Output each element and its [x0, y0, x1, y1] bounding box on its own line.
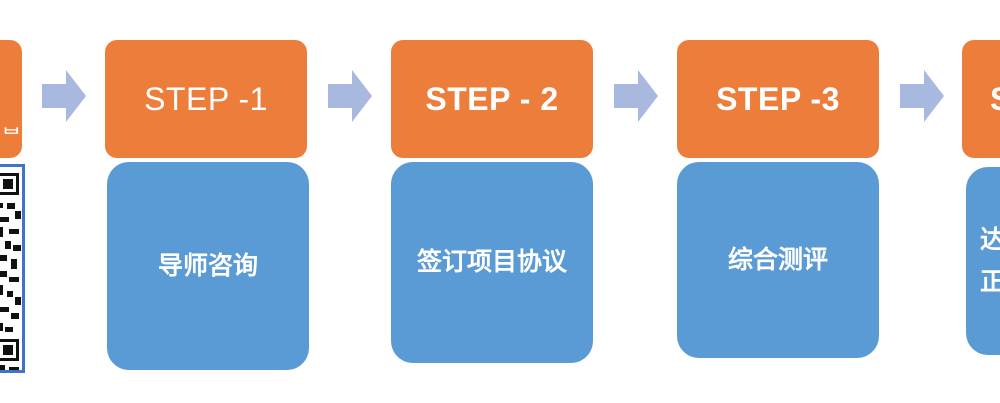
partial-step-header-left: ᆸ	[0, 40, 22, 158]
step-1-card: 导师咨询	[107, 162, 309, 370]
qr-code	[0, 164, 25, 373]
step-3-card: 综合测评	[677, 162, 879, 358]
right-arrow-icon	[328, 70, 372, 122]
right-arrow-icon	[42, 70, 86, 122]
partial-card-line-1: 达	[980, 224, 1000, 254]
partial-step-header-right: S	[962, 40, 1000, 158]
right-arrow-icon	[614, 70, 658, 122]
partial-header-glyph: ᆸ	[1, 112, 22, 137]
step-1-header: STEP -1	[105, 40, 307, 158]
right-arrow-icon	[900, 70, 944, 122]
partial-header-text: S	[990, 81, 1000, 118]
partial-step-card-right: 达 正	[966, 167, 1000, 355]
partial-card-line-2: 正	[980, 267, 1000, 296]
step-2-header: STEP - 2	[391, 40, 593, 158]
step-2-card: 签订项目协议	[391, 162, 593, 363]
qr-code-pattern	[0, 173, 21, 370]
partial-card-text: 达 正	[980, 219, 1000, 304]
step-3-header: STEP -3	[677, 40, 879, 158]
